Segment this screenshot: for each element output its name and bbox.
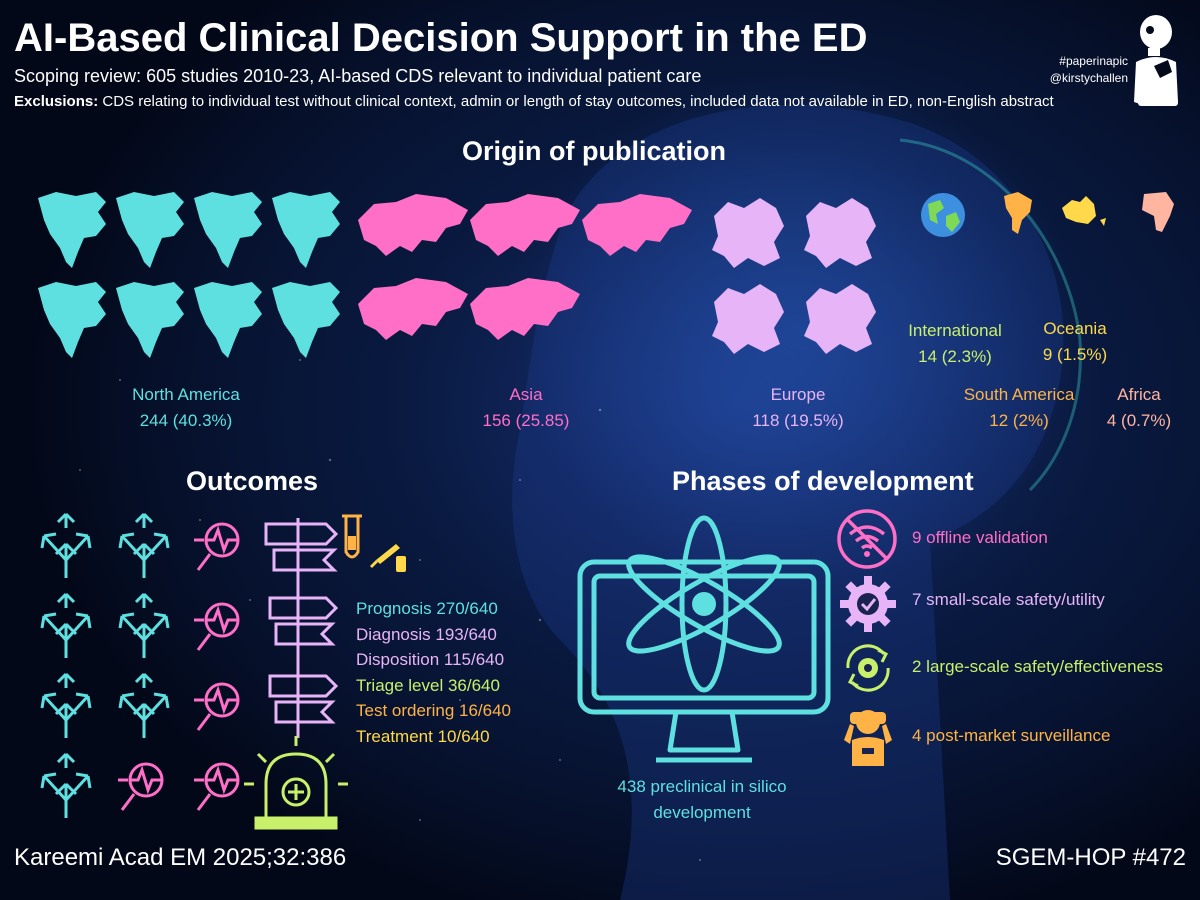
no-wifi-icon (837, 509, 897, 569)
social-handle: @kirstychallen (1049, 71, 1128, 85)
page-title: AI-Based Clinical Decision Support in th… (14, 16, 868, 60)
social-tags: #paperinapic @kirstychallen (1050, 53, 1128, 87)
citation: Kareemi Acad EM 2025;32:386 (14, 844, 347, 871)
outcome-treatment: Treatment 10/640 (356, 726, 490, 746)
phases-heading: Phases of development (672, 466, 974, 496)
region-name: North America (132, 385, 240, 404)
globe-icon (921, 193, 965, 237)
region-label-international: International 14 (2.3%) (890, 318, 1020, 370)
region-value: 244 (40.3%) (139, 411, 233, 430)
region-label-asia: Asia 156 (25.85) (446, 382, 606, 434)
region-value: 4 (0.7%) (1106, 411, 1172, 430)
outcome-prognosis: Prognosis 270/640 (356, 599, 498, 618)
asia-map-icons (358, 194, 692, 340)
region-name: Oceania (1043, 319, 1107, 338)
phase-post-market: 4 post-market surveillance (912, 726, 1111, 745)
region-name: South America (963, 385, 1075, 404)
oceania-map-icon (1062, 196, 1106, 226)
outcomes-icon-grid (40, 512, 406, 830)
gear-check-icon (840, 576, 896, 632)
outcome-diagnosis: Diagnosis 193/640 (356, 624, 497, 644)
phase-large-scale: 2 large-scale safety/effectiveness (912, 657, 1164, 676)
region-name: International (908, 321, 1002, 340)
region-value: 9 (1.5%) (1042, 345, 1108, 364)
robot-thinker-icon (1134, 15, 1178, 106)
gear-cycle-icon (846, 644, 890, 692)
page-subtitle: Scoping review: 605 studies 2010-23, AI-… (14, 66, 702, 86)
outcomes-list: Prognosis 270/640 Diagnosis 193/640 Disp… (356, 596, 511, 749)
region-label-oceania: Oceania 9 (1.5%) (1020, 316, 1130, 368)
preclinical-label: 438 preclinical in silico development (590, 774, 814, 826)
outcome-triage-level: Triage level 36/640 (356, 675, 500, 695)
region-value: 118 (19.5%) (752, 411, 844, 430)
region-name: Europe (770, 385, 826, 404)
europe-map-icons (712, 198, 876, 354)
region-value: 156 (25.85) (482, 411, 570, 430)
origin-heading: Origin of publication (462, 136, 726, 166)
region-label-north-america: North America 244 (40.3%) (96, 382, 276, 434)
phase-offline-validation: 9 offline validation (912, 528, 1048, 547)
north-america-map-icons (38, 192, 340, 358)
south-america-map-icon (1004, 192, 1032, 234)
surveillance-person-binoculars-icon (844, 710, 892, 766)
africa-map-icon (1142, 192, 1174, 232)
preclinical-line2: development (653, 803, 751, 822)
phase-small-scale: 7 small-scale safety/utility (912, 590, 1105, 609)
preclinical-line1: 438 preclinical in silico (617, 777, 787, 796)
outcome-disposition: Disposition 115/640 (356, 650, 505, 669)
episode-tag: SGEM-HOP #472 (995, 844, 1186, 871)
exclusions-note: Exclusions: CDS relating to individual t… (14, 93, 1054, 110)
exclusions-label: Exclusions: (14, 93, 99, 110)
region-label-south-america: South America 12 (2%) (952, 382, 1086, 434)
outcome-test-ordering: Test ordering 16/640 (356, 701, 511, 720)
region-value: 12 (2%) (989, 411, 1049, 430)
region-label-europe: Europe 118 (19.5%) (718, 382, 878, 434)
outcomes-heading: Outcomes (186, 466, 319, 496)
exclusions-text: CDS relating to individual test without … (98, 93, 1054, 110)
computer-atom-icon (577, 515, 831, 763)
hashtag: #paperinapic (1059, 54, 1128, 68)
region-label-africa: Africa 4 (0.7%) (1086, 382, 1192, 434)
region-value: 14 (2.3%) (918, 347, 992, 366)
region-name: Africa (1117, 385, 1161, 404)
region-name: Asia (509, 385, 543, 404)
